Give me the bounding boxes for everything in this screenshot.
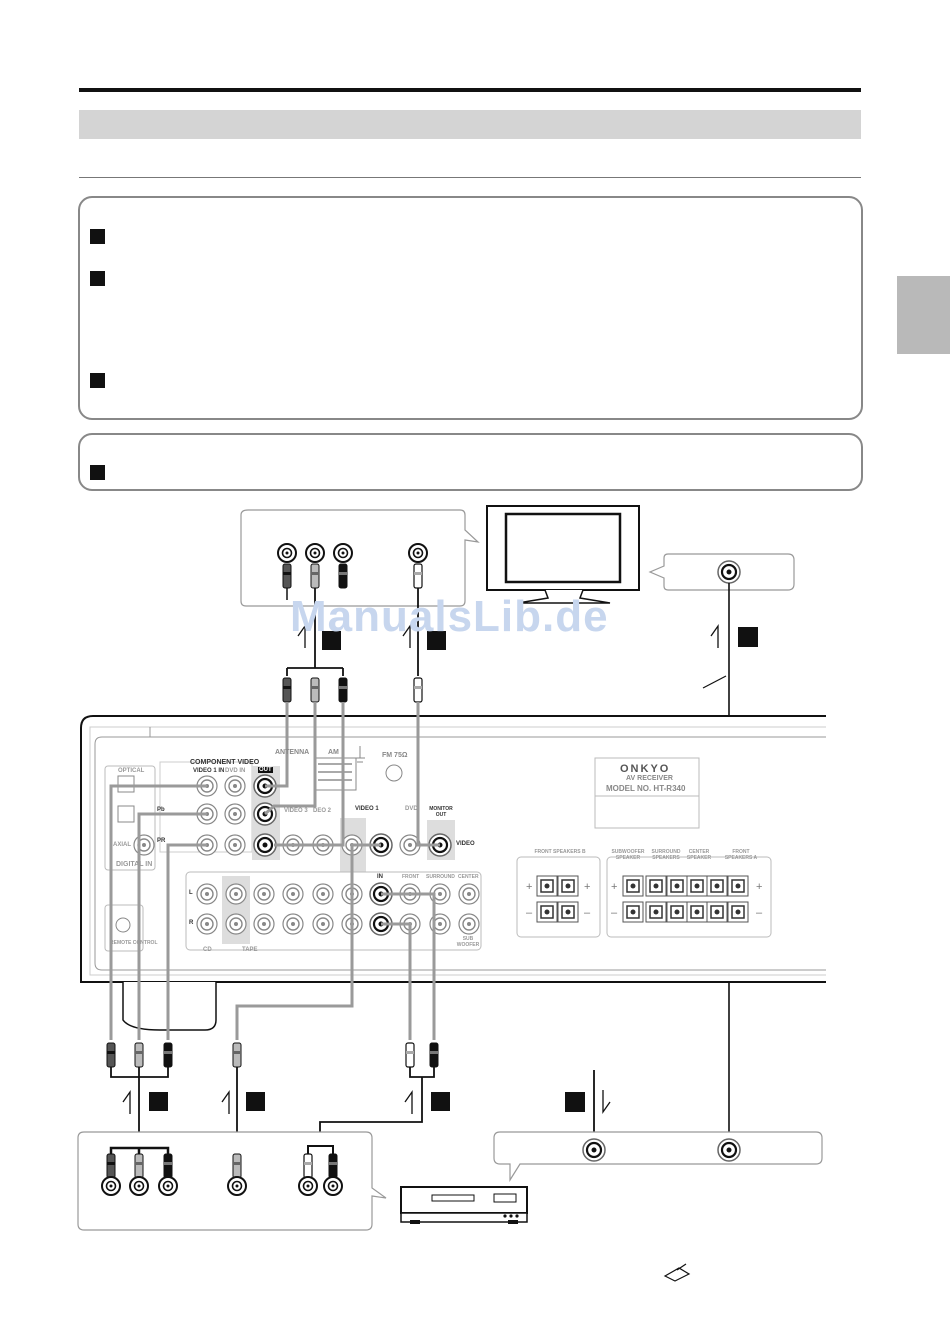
svg-text:+: +	[526, 881, 532, 893]
step-marker-a	[322, 631, 341, 650]
note-marker-2	[90, 271, 105, 286]
subwoofer-speaker-label: SUBWOOFER SPEAKER	[611, 849, 645, 861]
tv-input-callout	[240, 509, 480, 607]
tip-marker	[90, 465, 105, 480]
front-label: FRONT	[402, 874, 420, 880]
pb-label: Pb	[157, 807, 165, 813]
video1-in-label: VIDEO 1 IN	[193, 768, 225, 774]
antenna-label: ANTENNA	[275, 749, 310, 756]
receiver-subtitle: AV RECEIVER	[626, 775, 673, 782]
dvd-in-label: DVD IN	[225, 768, 246, 774]
step-marker-f	[431, 1092, 450, 1111]
step-marker-d	[149, 1092, 168, 1111]
note-marker-3	[90, 373, 105, 388]
cd-label: CD	[203, 947, 212, 953]
svg-text:–: –	[756, 907, 763, 919]
tape-label: TAPE	[242, 947, 258, 953]
step-marker-c	[738, 627, 758, 647]
chapter-tab	[897, 276, 950, 354]
section-heading-band	[79, 110, 861, 139]
receiver-brand: ONKYO	[620, 763, 671, 775]
am-label: AM	[328, 749, 339, 756]
in-label: IN	[377, 874, 383, 880]
tv-icon	[486, 505, 640, 604]
svg-text:+: +	[611, 881, 617, 893]
pr-label: PR	[157, 838, 166, 844]
fm-label: FM 75Ω	[382, 752, 408, 759]
step-marker-b	[427, 631, 446, 650]
cable-routing	[109, 702, 440, 1040]
vcr-device-icon	[400, 1186, 528, 1224]
tv-antenna-callout	[648, 553, 795, 591]
r-label: R	[189, 920, 194, 926]
receiver-rear-panel: + – + – + – + –	[80, 715, 826, 1031]
receiver-model: MODEL NO. HT-R340	[606, 784, 686, 793]
front-speakers-b-label: FRONT SPEAKERS B	[534, 849, 586, 855]
notes-box	[78, 196, 863, 420]
antenna-output-callout	[493, 1131, 823, 1183]
center-speaker-label: CENTER SPEAKER	[686, 849, 712, 861]
video3-label: VIDEO 3	[284, 808, 308, 814]
svg-text:+: +	[584, 881, 590, 893]
coaxial-label: AXIAL	[113, 842, 131, 848]
svg-text:–: –	[611, 907, 618, 919]
svg-text:–: –	[584, 907, 591, 919]
video1-label: VIDEO 1	[355, 806, 379, 812]
top-rule	[79, 88, 861, 92]
out-label: OUT	[258, 767, 273, 773]
monitor-out-label: MONITOR OUT	[429, 806, 453, 818]
digital-in-label: DIGITAL IN	[116, 861, 153, 868]
continue-arrow-icon	[663, 1263, 691, 1282]
video-label: VIDEO	[456, 841, 475, 847]
tip-box	[78, 433, 863, 491]
note-marker-1	[90, 229, 105, 244]
step-marker-e	[246, 1092, 265, 1111]
dvd-label: DVD	[405, 806, 418, 812]
surround-speakers-label: SURROUND SPEAKERS	[651, 849, 681, 861]
svg-text:–: –	[526, 907, 533, 919]
surround-label: SURROUND	[426, 874, 455, 880]
front-speakers-a-label: FRONT SPEAKERS A	[724, 849, 758, 861]
center-label: CENTER	[458, 874, 479, 880]
watermark: ManualsLib.de	[290, 592, 609, 641]
source-device-callout	[77, 1131, 387, 1231]
divider-rule	[79, 177, 861, 178]
sub-woofer-label: SUB WOOFER	[456, 936, 480, 948]
video2-label: DEO 2	[313, 808, 332, 814]
svg-text:+: +	[756, 881, 762, 893]
remote-control-label: REMOTE CONTROL	[110, 940, 158, 946]
component-video-label: COMPONENT VIDEO	[190, 759, 260, 766]
optical-label: OPTICAL	[118, 768, 145, 774]
step-marker-g	[565, 1092, 585, 1112]
l-label: L	[189, 890, 193, 896]
